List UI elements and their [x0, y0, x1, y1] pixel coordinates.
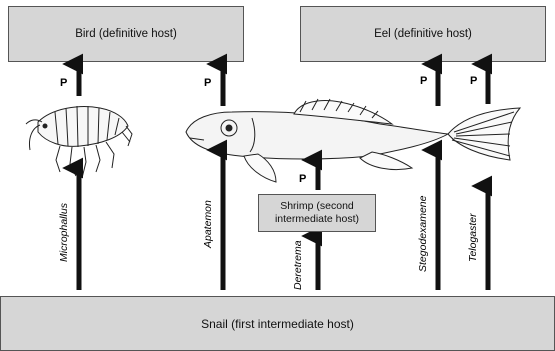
p-label-microphallus: P [60, 77, 67, 89]
shrimp-second-intermediate-host-box: Shrimp (second intermediate host) [258, 194, 376, 232]
label-stegodexamene: Stegodexamene [417, 195, 429, 272]
shrimp-box-label-line1: Shrimp (second [275, 200, 359, 213]
p-label-telogaster: P [470, 75, 477, 87]
label-telogaster: Telogaster [467, 213, 479, 262]
shrimp-illustration [26, 106, 132, 178]
label-deretrema: Deretrema [292, 240, 304, 290]
fish-illustration [186, 99, 520, 182]
shrimp-box-label-line2: intermediate host) [275, 213, 359, 226]
label-microphallus: Microphallus [58, 202, 70, 262]
p-label-stegodexamene: P [420, 75, 427, 87]
label-apatemon: Apatemon [202, 200, 214, 249]
p-label-apatemon: P [204, 77, 211, 89]
p-label-deretrema: P [299, 173, 306, 185]
